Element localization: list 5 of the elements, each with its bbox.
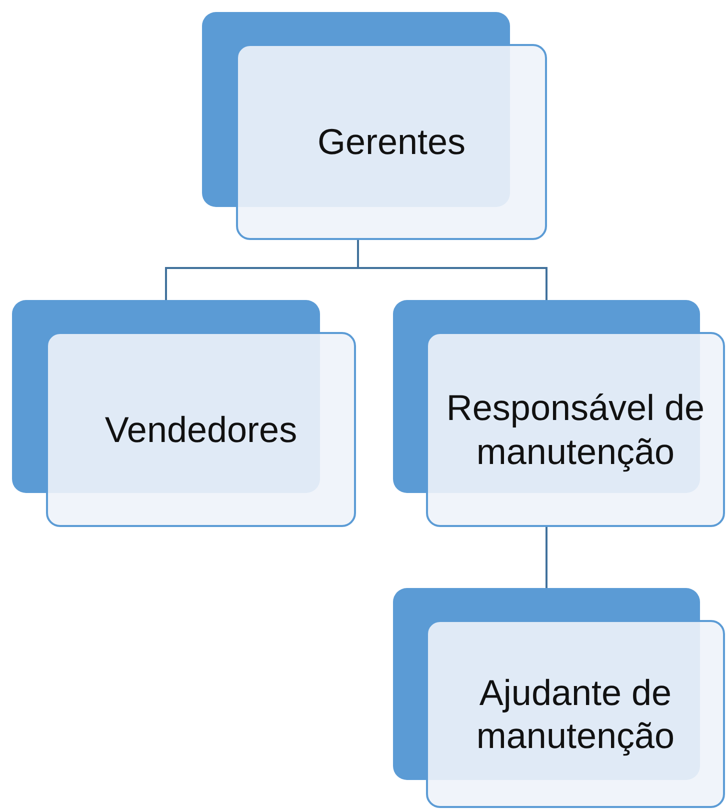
box-label: Responsável de manutenção: [445, 386, 706, 473]
box-label: Gerentes: [317, 120, 466, 164]
box-label: Ajudante de manutenção: [475, 670, 676, 758]
connector-line: [546, 527, 548, 588]
box-label: Vendedores: [104, 408, 298, 452]
